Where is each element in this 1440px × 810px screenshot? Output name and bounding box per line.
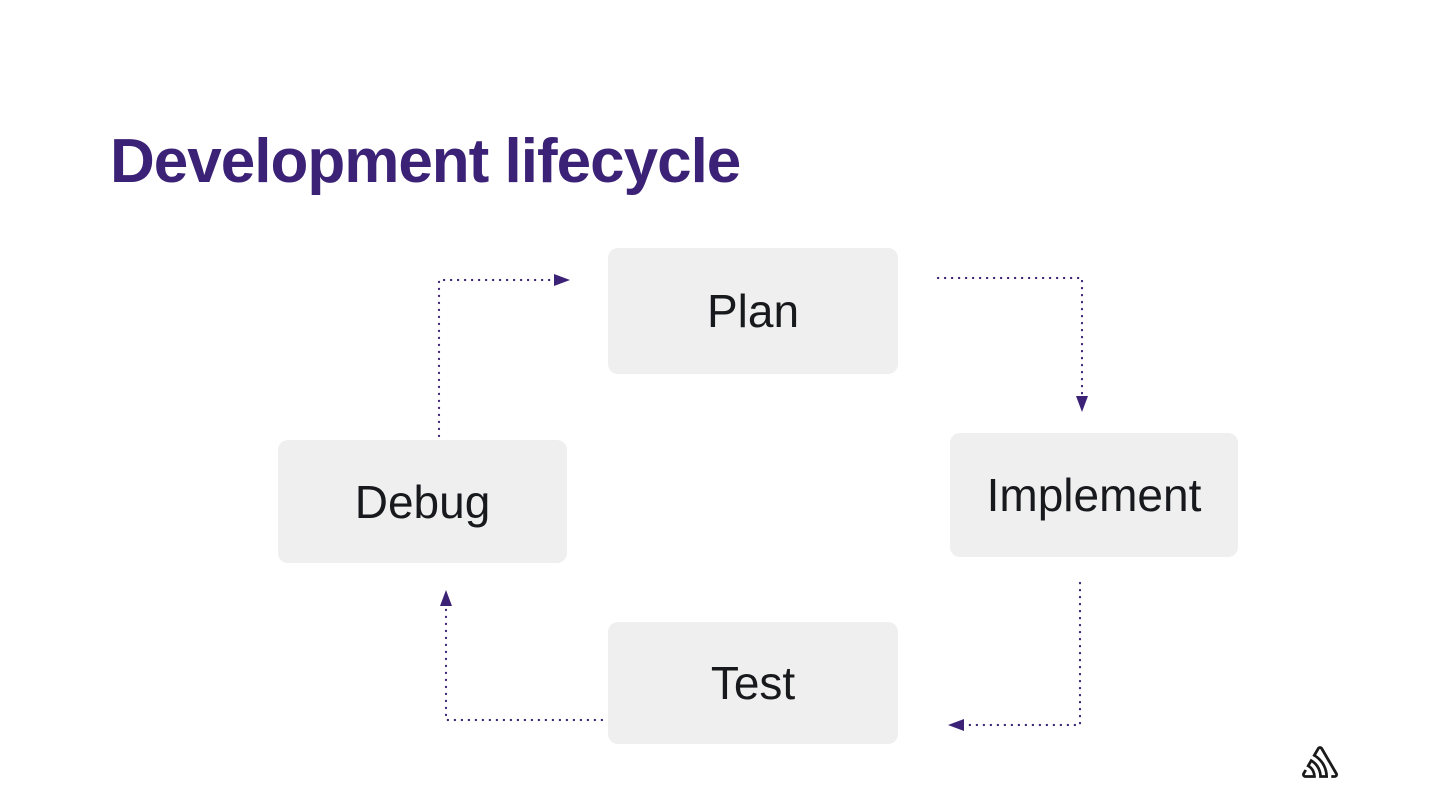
arrow-debug-to-plan xyxy=(437,274,570,438)
arrow-implement-to-test xyxy=(948,581,1082,731)
node-plan: Plan xyxy=(608,248,898,374)
arrow-plan-to-implement xyxy=(936,276,1088,412)
sentry-logo-icon xyxy=(1302,746,1338,778)
node-debug: Debug xyxy=(278,440,567,563)
node-test: Test xyxy=(608,622,898,744)
page-title: Development lifecycle xyxy=(110,127,741,196)
arrow-test-to-debug xyxy=(440,590,604,722)
node-implement: Implement xyxy=(950,433,1238,557)
